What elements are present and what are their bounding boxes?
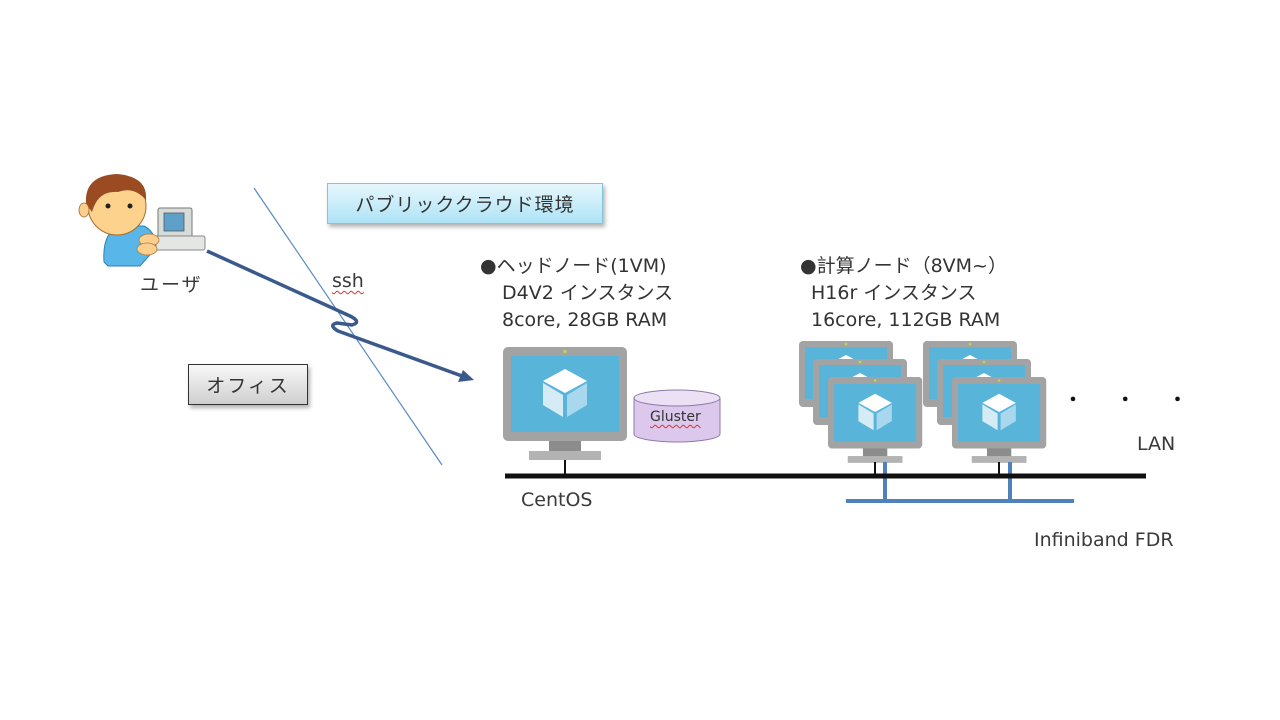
compute-node-vm-icon [828,377,923,463]
lan-label: LAN [1137,433,1176,455]
compute-node-vm-icon [952,377,1047,463]
head-node-instance: D4V2 インスタンス [502,282,674,304]
more-nodes-ellipsis: ・ ・ ・ [1064,390,1201,411]
head-node-vm-icon [503,347,627,460]
head-node-spec: 8core, 28GB RAM [502,309,668,331]
ssh-label: ssh [332,270,364,292]
office-label: オフィス [188,364,308,405]
centos-label: CentOS [521,489,593,511]
ssh-arrow [206,249,474,382]
gluster-storage-icon [633,389,721,443]
boundary-line [253,187,443,466]
infiniband-label: Infiniband FDR [1034,529,1174,551]
head-node-title: ●ヘッドノード(1VM) [480,255,667,277]
infiniband-network [846,462,1074,503]
cloud-environment-label: パブリッククラウド環境 [327,183,603,224]
compute-node-instance: H16r インスタンス [811,282,977,304]
user-label: ユーザ [140,274,203,296]
compute-node-title: ●計算ノード（8VM~） [800,255,1007,277]
user-icon [78,174,206,267]
compute-node-spec: 16core, 112GB RAM [811,309,1001,331]
gluster-label: Gluster [650,409,701,425]
